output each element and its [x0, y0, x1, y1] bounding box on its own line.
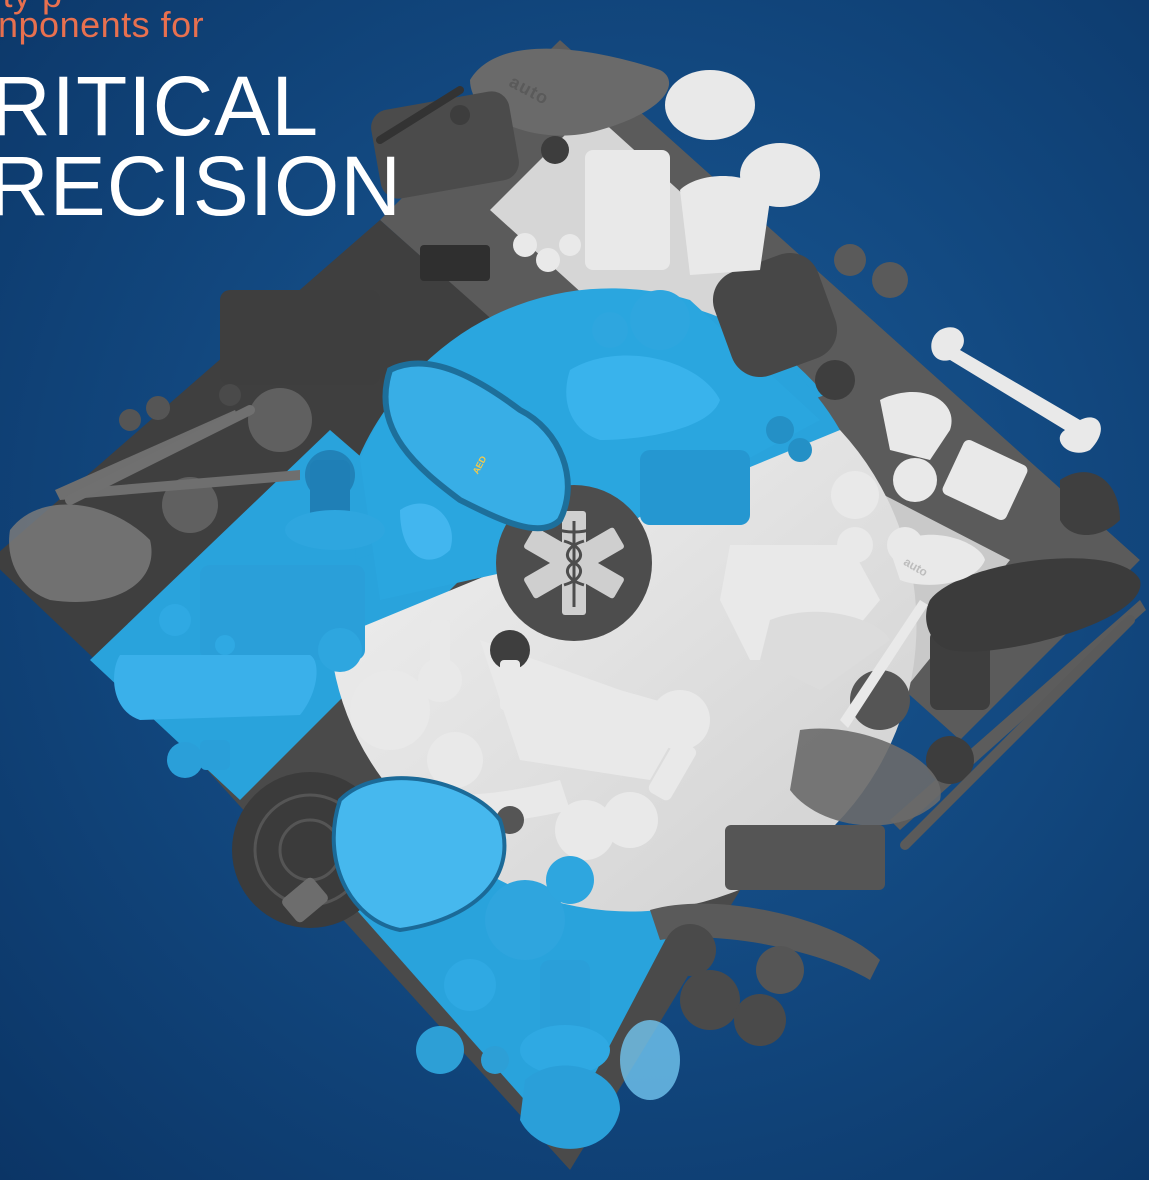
headline-precision: RECISION	[0, 139, 403, 233]
center-disc-blue-top	[360, 288, 820, 600]
auto-puck-small	[890, 534, 985, 585]
blue-parts	[114, 290, 812, 1149]
headline: ity p nponents for RITICAL RECISION	[0, 0, 420, 240]
headline-line-1: ity p	[0, 0, 63, 16]
aed-device	[382, 360, 571, 532]
headline-line-2: nponents for	[0, 4, 205, 45]
dark-parts	[9, 48, 1146, 1046]
headline-critical: RITICAL	[0, 59, 320, 153]
auto-puck-large	[470, 48, 670, 136]
handle-parts	[65, 86, 1135, 850]
